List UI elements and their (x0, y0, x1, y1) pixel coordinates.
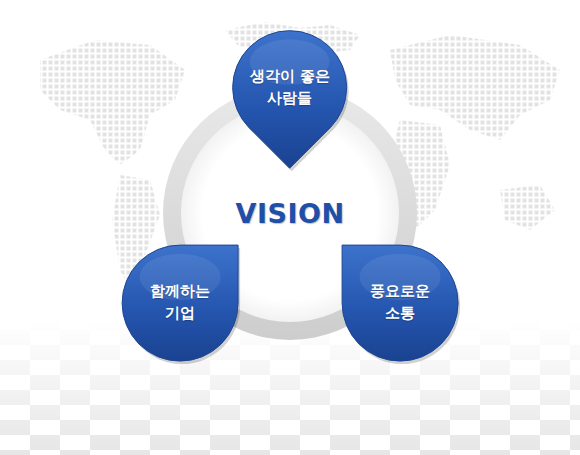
vision-drop: 생각이 좋은 사람들 (207, 5, 372, 170)
node-text: 함께하는 기업 (135, 281, 225, 325)
drop-fill (342, 245, 458, 361)
drop-fill (122, 245, 238, 361)
node-text: 생각이 좋은 사람들 (246, 66, 334, 110)
vision-drop: 풍요로운 소통 (316, 219, 484, 387)
drop-shape (207, 5, 372, 170)
drop-fill (233, 31, 347, 169)
node-text: 풍요로운 소통 (355, 281, 445, 325)
checker-floor (0, 320, 580, 455)
vision-drop: 함께하는 기업 (96, 219, 264, 387)
vision-title: VISION (236, 198, 345, 229)
drop-shape (316, 219, 484, 387)
drop-shape (96, 219, 264, 387)
